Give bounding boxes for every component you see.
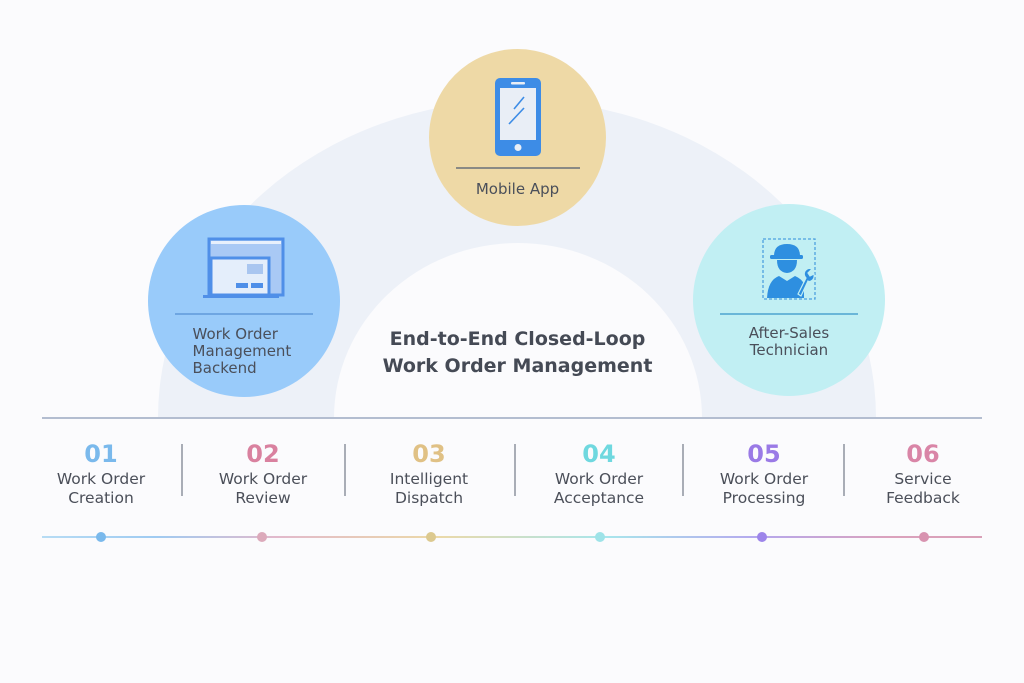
technician-wrench-icon <box>762 238 816 300</box>
step-label-line: Work Order <box>218 470 308 488</box>
step-number: 01 <box>84 440 118 468</box>
label-line: Technician <box>749 340 829 359</box>
step-label-line: Acceptance <box>553 489 645 507</box>
label-line: Mobile App <box>475 179 560 198</box>
node-divider <box>720 313 858 315</box>
step-04: 04 Work Order Acceptance <box>524 440 674 508</box>
step-number: 06 <box>906 440 940 468</box>
step-05: 05 Work Order Processing <box>689 440 839 508</box>
title-line-2: Work Order Management <box>382 355 653 377</box>
step-number: 04 <box>582 440 616 468</box>
step-label-line: Creation <box>68 489 134 507</box>
baseline-divider <box>42 417 982 419</box>
node-label: Mobile App <box>475 179 560 198</box>
node-mobile-app: Mobile App <box>429 49 606 226</box>
node-label: Work Order Management Backend <box>192 324 296 377</box>
step-label: Intelligent Dispatch <box>354 470 504 508</box>
step-06: 06 Service Feedback <box>848 440 998 508</box>
diagram-title: End-to-End Closed-Loop Work Order Manage… <box>340 326 695 380</box>
step-label-line: Review <box>235 489 291 507</box>
step-label-line: Work Order <box>56 470 146 488</box>
step-label: Work Order Acceptance <box>524 470 674 508</box>
step-label-line: Service <box>894 470 952 488</box>
timeline-dot-03 <box>426 532 436 542</box>
step-divider <box>514 444 516 496</box>
step-label-line: Work Order <box>554 470 644 488</box>
step-divider <box>344 444 346 496</box>
step-divider <box>181 444 183 496</box>
step-label-line: Dispatch <box>394 489 464 507</box>
label-line: Work Order <box>192 324 278 343</box>
smartphone-icon <box>494 78 541 156</box>
step-02: 02 Work Order Review <box>188 440 338 508</box>
node-technician: After-Sales Technician <box>693 204 885 396</box>
node-divider <box>175 313 313 315</box>
step-label-line: Feedback <box>886 489 960 507</box>
title-line-1: End-to-End Closed-Loop <box>389 328 646 350</box>
timeline-dot-04 <box>595 532 605 542</box>
timeline-dot-02 <box>257 532 267 542</box>
step-label: Service Feedback <box>848 470 998 508</box>
step-number: 05 <box>747 440 781 468</box>
browser-window-icon <box>203 237 285 298</box>
step-divider <box>682 444 684 496</box>
step-03: 03 Intelligent Dispatch <box>354 440 504 508</box>
step-label: Work Order Processing <box>689 470 839 508</box>
step-label: Work Order Review <box>188 470 338 508</box>
step-divider <box>843 444 845 496</box>
timeline-line <box>42 536 982 538</box>
timeline-dot-05 <box>757 532 767 542</box>
step-number: 02 <box>246 440 280 468</box>
step-01: 01 Work Order Creation <box>26 440 176 508</box>
label-line: Management <box>192 341 292 360</box>
node-divider <box>455 167 580 169</box>
timeline-dot-01 <box>96 532 106 542</box>
step-number: 03 <box>412 440 446 468</box>
label-line: After-Sales <box>748 323 830 342</box>
step-label: Work Order Creation <box>26 470 176 508</box>
step-label-line: Work Order <box>719 470 809 488</box>
step-label-line: Processing <box>722 489 806 507</box>
label-line: Backend <box>192 358 257 377</box>
step-label-line: Intelligent <box>389 470 469 488</box>
node-label: After-Sales Technician <box>748 323 830 359</box>
node-backend: Work Order Management Backend <box>148 205 340 397</box>
timeline-dot-06 <box>919 532 929 542</box>
